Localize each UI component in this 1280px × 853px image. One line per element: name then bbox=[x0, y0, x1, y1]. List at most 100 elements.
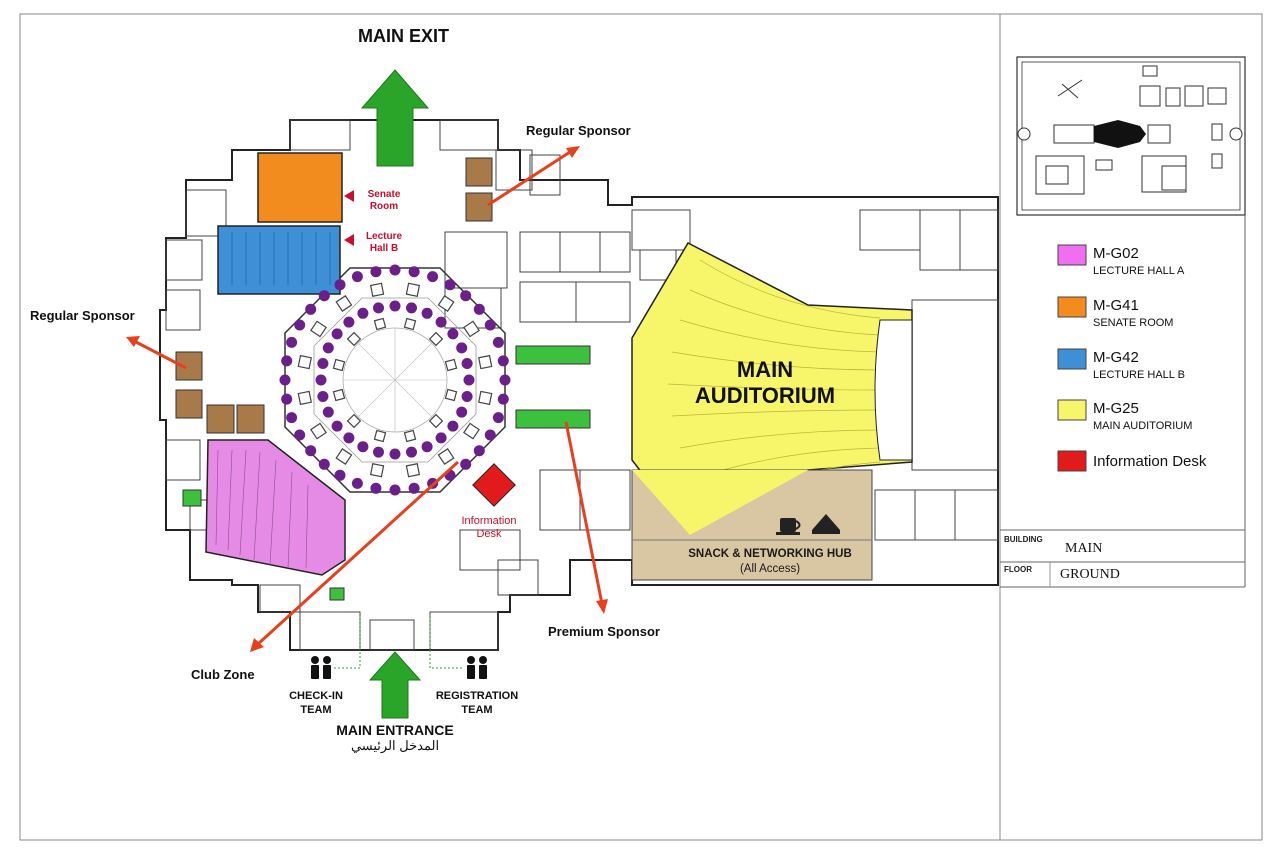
seat bbox=[281, 355, 293, 367]
seat bbox=[389, 448, 401, 460]
legend-swatch-main-auditorium bbox=[1057, 399, 1087, 421]
seat bbox=[305, 303, 317, 315]
table bbox=[444, 388, 458, 402]
information-desk bbox=[472, 463, 516, 507]
legend-name: Information Desk bbox=[1093, 453, 1207, 470]
seat bbox=[279, 374, 291, 386]
information-desk-label-line2: Desk bbox=[476, 528, 502, 540]
table bbox=[335, 295, 353, 312]
senate-room bbox=[257, 152, 343, 223]
main-auditorium-label: MAIN AUDITORIUM bbox=[680, 357, 850, 409]
seat bbox=[456, 342, 468, 354]
seat bbox=[318, 458, 330, 470]
legend-name: LECTURE HALL B bbox=[1093, 369, 1185, 381]
table bbox=[478, 390, 493, 406]
table bbox=[310, 422, 327, 440]
seat bbox=[286, 336, 298, 348]
building-field-label: BUILDING bbox=[1004, 535, 1043, 544]
main-entrance-arrow bbox=[368, 651, 422, 719]
seat bbox=[343, 432, 355, 444]
seat bbox=[473, 445, 485, 457]
seat bbox=[499, 374, 511, 386]
seat bbox=[373, 446, 384, 458]
table bbox=[369, 463, 385, 478]
lecture-hall-b-label-line2: Hall B bbox=[369, 243, 399, 254]
registration-team-label-line2: TEAM bbox=[461, 704, 493, 716]
seat bbox=[389, 300, 401, 312]
seat bbox=[473, 303, 485, 315]
seat bbox=[460, 290, 472, 302]
table bbox=[463, 320, 480, 338]
table bbox=[405, 463, 421, 478]
seat bbox=[492, 336, 504, 348]
table bbox=[403, 317, 417, 331]
checkin-team-label-line1: CHECK-IN bbox=[289, 690, 343, 702]
registration-team-label-line1: REGISTRATION bbox=[435, 690, 519, 702]
seat bbox=[497, 355, 509, 367]
seat bbox=[351, 477, 363, 489]
table bbox=[332, 388, 346, 402]
building-outline bbox=[159, 119, 999, 651]
main-exit-label: MAIN EXIT bbox=[358, 26, 450, 46]
lecture-hall-b-label: Lecture Hall B bbox=[356, 231, 412, 255]
seat bbox=[370, 482, 382, 494]
seat bbox=[343, 316, 355, 328]
key-plan bbox=[1016, 56, 1246, 216]
seat bbox=[317, 391, 329, 402]
legend-name: SENATE ROOM bbox=[1093, 317, 1174, 329]
floor-field-value: GROUND bbox=[1060, 567, 1120, 582]
legend-swatch-lecture-hall-a bbox=[1057, 244, 1087, 266]
legend-code: M-G25 bbox=[1093, 400, 1139, 417]
seat bbox=[389, 264, 401, 276]
seat bbox=[497, 393, 509, 405]
seat bbox=[461, 391, 473, 402]
snack-hub-label-line2: (All Access) bbox=[739, 563, 801, 575]
seat bbox=[357, 307, 369, 319]
seat bbox=[427, 271, 439, 283]
regular-sponsor-left-label: Regular Sponsor bbox=[30, 308, 135, 323]
seat bbox=[315, 374, 327, 386]
information-desk-label-line1: Information bbox=[461, 515, 517, 527]
main-auditorium-label-line2: AUDITORIUM bbox=[694, 383, 836, 408]
table bbox=[332, 358, 346, 372]
seat bbox=[461, 358, 473, 369]
table bbox=[478, 354, 493, 370]
seat bbox=[318, 290, 330, 302]
floor-field-label: FLOOR bbox=[1004, 565, 1032, 574]
table bbox=[403, 429, 417, 443]
table bbox=[437, 448, 455, 465]
checkin-team-label: CHECK-IN TEAM bbox=[288, 689, 344, 717]
main-exit-arrow bbox=[360, 69, 430, 167]
table bbox=[373, 317, 387, 331]
seat bbox=[357, 441, 369, 453]
building-field-value: MAIN bbox=[1065, 541, 1103, 556]
seat bbox=[334, 279, 346, 291]
seat bbox=[435, 316, 447, 328]
seat bbox=[460, 458, 472, 470]
legend-name: LECTURE HALL A bbox=[1093, 265, 1185, 277]
table bbox=[428, 331, 444, 347]
seat bbox=[447, 328, 459, 340]
premium-sponsor-label: Premium Sponsor bbox=[548, 624, 660, 639]
seat bbox=[421, 307, 433, 319]
seat bbox=[435, 432, 447, 444]
seat bbox=[406, 446, 417, 458]
seat bbox=[281, 393, 293, 405]
seat bbox=[444, 279, 456, 291]
seat bbox=[421, 441, 433, 453]
checkin-team-icon bbox=[311, 656, 331, 679]
seat bbox=[408, 266, 420, 278]
table bbox=[369, 282, 385, 297]
regular-sponsor-top-label: Regular Sponsor bbox=[526, 123, 631, 138]
registration-team-icon bbox=[467, 656, 487, 679]
sandwich-icon bbox=[812, 514, 840, 534]
seat bbox=[484, 429, 496, 441]
seat bbox=[286, 412, 298, 424]
main-entrance-arabic-label: المدخل الرئيسي bbox=[350, 738, 440, 753]
seat bbox=[317, 358, 329, 369]
senate-room-label-line1: Senate bbox=[367, 189, 401, 200]
seat bbox=[334, 469, 346, 481]
legend-code: M-G02 bbox=[1093, 245, 1139, 262]
legend-swatch-senate-room bbox=[1057, 296, 1087, 318]
